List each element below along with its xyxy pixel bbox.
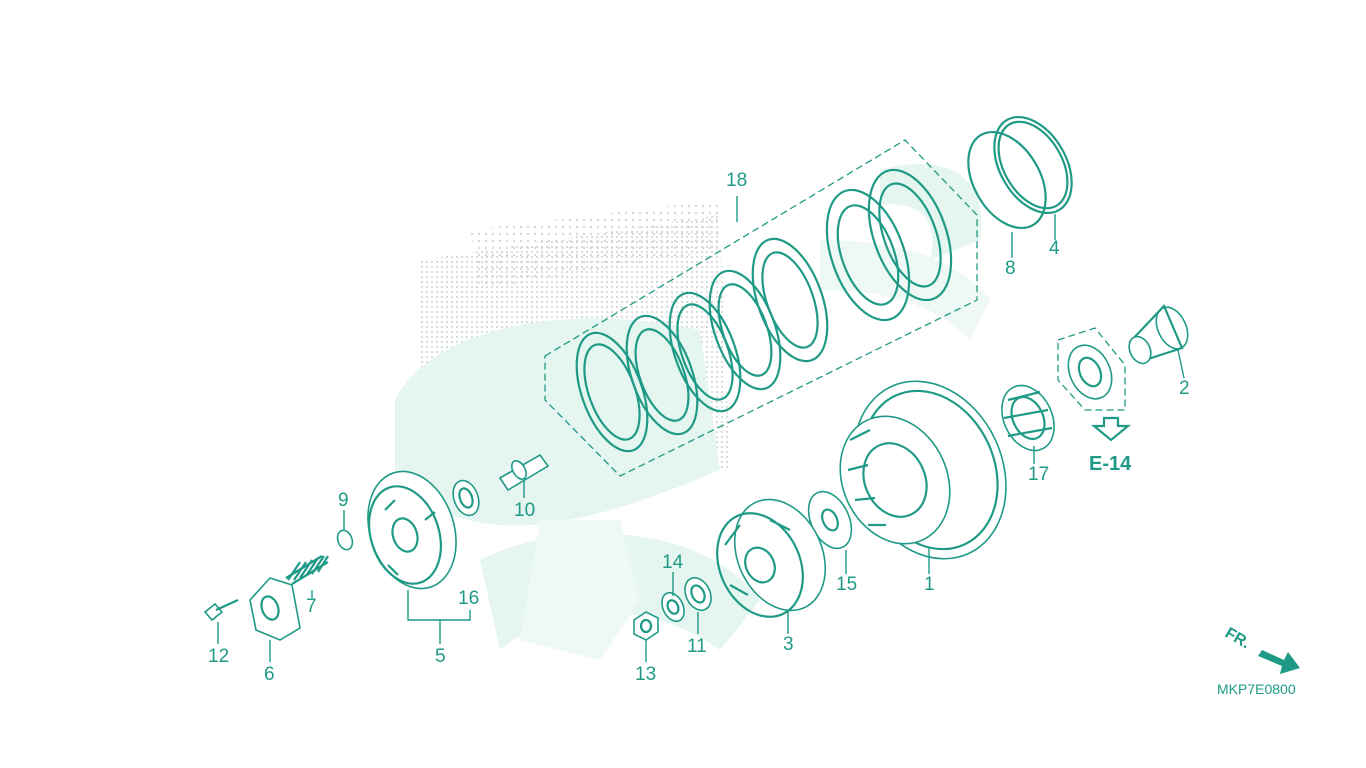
callout-12: 12 [208,646,229,667]
part-6-lifter-plate [249,577,301,641]
part-5-pressure-plate [367,470,457,590]
part-14-washer [661,591,685,623]
leader-lines [217,196,1185,662]
callout-7: 7 [306,596,317,617]
callout-2: 2 [1179,378,1190,399]
callout-numbers: 18 8 4 2 17 1 15 3 11 14 13 10 9 16 5 7 … [208,170,1190,685]
part-16-bearing [452,479,480,517]
diagram-code: MKP7E0800 [1217,681,1296,697]
part-11-washer [684,576,712,612]
callout-17: 17 [1028,464,1049,485]
part-10-lifter-rod [498,453,550,492]
part-1-clutch-outer [839,380,1007,560]
part-4-8-rings [967,115,1073,230]
part-13-nut [633,611,659,641]
callout-10: 10 [514,500,535,521]
part-18-clutch-disc-set [544,139,978,477]
part-2-sleeve [1128,304,1189,365]
callout-16: 16 [458,588,479,609]
part-12-bolt [203,598,239,622]
callout-18: 18 [726,170,747,191]
front-direction-arrow: FR. [1222,625,1300,674]
callout-14: 14 [662,552,684,573]
part-17-needle-bearing [1001,384,1055,452]
callout-11: 11 [687,636,707,657]
e14-reference-assembly [1057,327,1132,442]
callout-15: 15 [836,574,857,595]
callout-1: 1 [924,574,935,595]
callout-9: 9 [338,490,349,511]
front-direction-label: FR. [1222,625,1253,653]
part-9-washer [336,529,354,551]
part-3-clutch-center [716,498,827,618]
reference-label: E-14 [1089,453,1132,475]
part-15-washer [807,490,853,550]
callout-4: 4 [1049,238,1060,259]
part-7-spring [285,555,329,585]
callout-5: 5 [435,646,446,667]
callout-3: 3 [783,634,794,655]
callout-13: 13 [635,664,656,685]
callout-6: 6 [264,664,275,685]
callout-8: 8 [1005,258,1016,279]
